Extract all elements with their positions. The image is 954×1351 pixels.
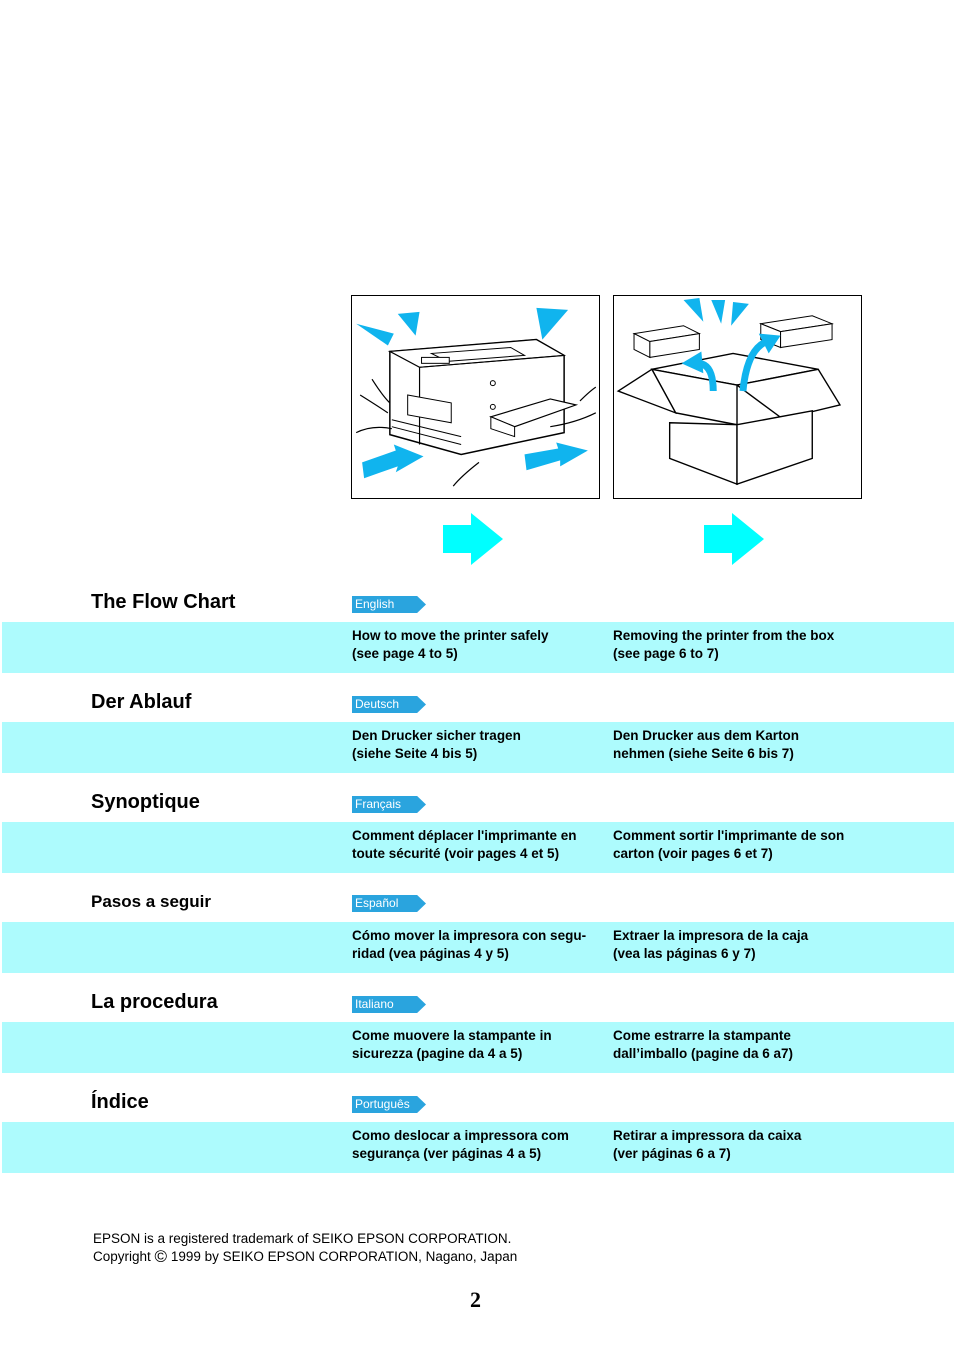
printer-lifting-illustration	[351, 295, 600, 499]
language-tab-portugues: Português	[352, 1096, 426, 1113]
box-unpacking-illustration	[613, 295, 862, 499]
steps-band-francais: Comment déplacer l'imprimante en toute s…	[2, 822, 954, 873]
trademark-footer: EPSON is a registered trademark of SEIKO…	[93, 1230, 517, 1266]
steps-band-portugues: Como deslocar a impressora com segurança…	[2, 1122, 954, 1173]
language-tab-francais: Français	[352, 796, 426, 813]
step-move-printer-text: Come muovere la stampante in sicurezza (…	[352, 1028, 552, 1061]
copyright-symbol: ©	[154, 1247, 168, 1266]
next-step-arrow	[704, 513, 764, 565]
section-heading-francais: Synoptique	[91, 791, 200, 813]
section-heading-italiano: La procedura	[91, 991, 218, 1013]
section-heading-english: The Flow Chart	[91, 591, 236, 613]
steps-band-espanol: Cómo mover la impresora con segu- ridad …	[2, 922, 954, 973]
language-tab-espanol: Español	[352, 895, 426, 912]
language-tab-english: English	[352, 596, 426, 613]
step-unpack-printer-text: Extraer la impresora de la caja (vea las…	[613, 928, 809, 961]
printer-lifting-icon	[355, 307, 597, 487]
steps-band-english: How to move the printer safely (see page…	[2, 622, 954, 673]
step-move-printer-text: Comment déplacer l'imprimante en toute s…	[352, 828, 577, 861]
language-tab-italiano: Italiano	[352, 996, 426, 1013]
steps-band-deutsch: Den Drucker sicher tragen (siehe Seite 4…	[2, 722, 954, 773]
step-unpack-printer-text: Come estrarre la stampante dall’imballo …	[613, 1028, 794, 1061]
step-move-printer-text: Den Drucker sicher tragen (siehe Seite 4…	[352, 728, 521, 761]
step-unpack-printer-text: Den Drucker aus dem Karton nehmen (siehe…	[613, 728, 800, 761]
step-move-printer-text: Cómo mover la impresora con segu- ridad …	[352, 928, 587, 961]
copyright-line: Copyright © 1999 by SEIKO EPSON CORPORAT…	[93, 1248, 517, 1266]
step-unpack-printer-text: Comment sortir l'imprimante de son carto…	[613, 828, 845, 861]
step-unpack-printer-text: Removing the printer from the box (see p…	[613, 628, 835, 661]
step-move-printer-text: Como deslocar a impressora com segurança…	[352, 1128, 569, 1161]
section-heading-espanol: Pasos a seguir	[91, 892, 212, 911]
steps-band-italiano: Come muovere la stampante in sicurezza (…	[2, 1022, 954, 1073]
box-unpacking-icon	[616, 297, 842, 486]
page-number: 2	[470, 1287, 481, 1312]
step-move-printer-text: How to move the printer safely (see page…	[352, 628, 549, 661]
next-step-arrow	[443, 513, 503, 565]
step-unpack-printer-text: Retirar a impressora da caixa (ver págin…	[613, 1128, 802, 1161]
language-tab-deutsch: Deutsch	[352, 696, 426, 713]
copyright-suffix: 1999 by SEIKO EPSON CORPORATION, Nagano,…	[167, 1249, 518, 1264]
section-heading-deutsch: Der Ablauf	[91, 691, 192, 713]
section-heading-portugues: Índice	[91, 1091, 149, 1113]
copyright-prefix: Copyright	[93, 1249, 155, 1264]
trademark-line: EPSON is a registered trademark of SEIKO…	[93, 1231, 512, 1246]
